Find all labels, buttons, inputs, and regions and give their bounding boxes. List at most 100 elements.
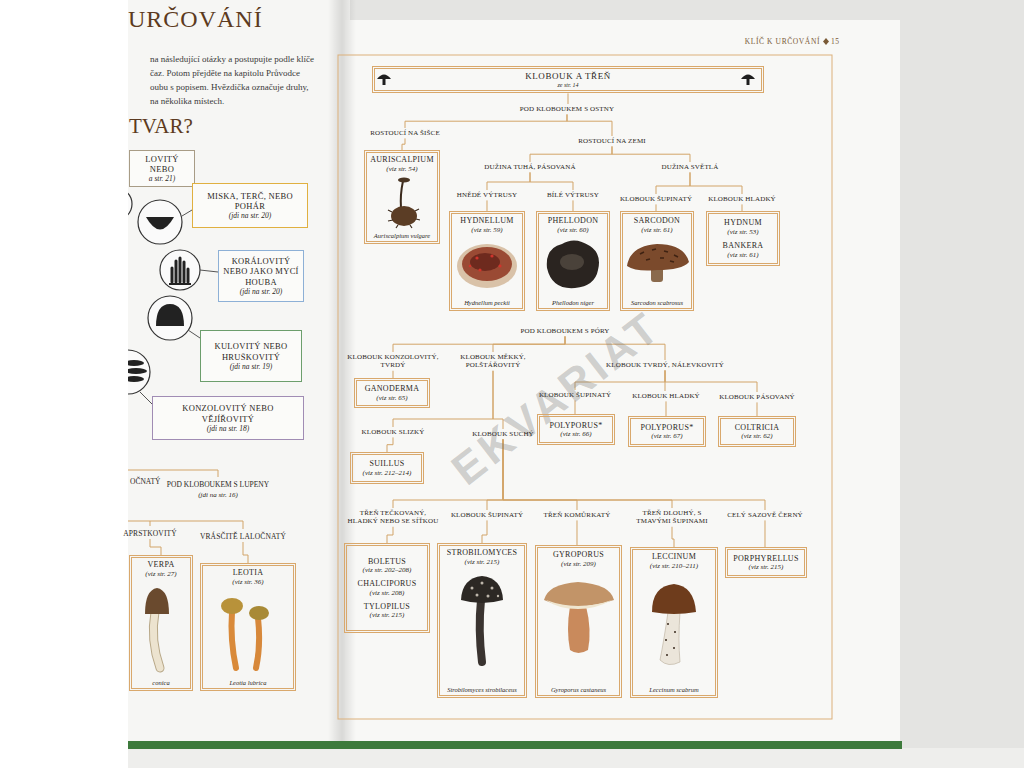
box-title: KONZOLOVITÝ NEBO VĚJÍŘOVITÝ [157,403,299,423]
box-title: LOVITÝ NEBO [134,154,190,174]
branch-label: DUŽINA TUHÁ, PÁSOVANÁ [482,162,577,172]
branch-line [656,172,690,194]
shape-box: MISKA, TERČ, NEBO POHÁR(jdi na str. 20) [192,183,308,228]
branch-line [503,439,577,510]
branch-line [575,370,665,390]
left-icons [160,250,200,290]
branch-text: HNĚDÉ VÝTRUSY [457,191,517,199]
box-title: BANKERA [723,241,764,251]
genus-box: POLYPORUS*(viz str. 67) [628,416,706,447]
branch-text: CELÝ SAZOVĚ ČERNÝ [727,511,803,519]
branch-text: KLOBOUK HLADKÝ [708,195,776,203]
sarcodon-picture [627,244,689,282]
photo-margin [0,0,128,768]
box-title: LEOTIA [233,568,264,578]
page-heading: URČOVÁNÍ [128,6,263,33]
branch-text: POD KLOBOUKEM S OSTNY [520,105,614,113]
leccinum-picture [667,623,669,625]
hydnellum-picture [475,256,478,259]
page-reference: (viz str. 210–211) [650,562,698,570]
branch-text: APRSTKOVITÝ [123,529,177,538]
shape-box: KORÁLOVITÝ NEBO JAKO MYCÍ HOUBA(jdi na s… [218,250,304,302]
question-heading: TVAR? [129,114,193,139]
genus-box: PORPHYRELLUS(viz str. 215) [725,547,807,578]
hydnellum-picture [457,244,517,288]
page-reference: (viz str. 202–208) [363,566,412,574]
leotia-picture [221,598,243,614]
page-reference: a str. 21) [134,174,190,183]
box-title: MISKA, TERČ, NEBO POHÁR [197,191,303,211]
strobilomyces-picture [480,600,482,662]
box-title: POLYPORUS* [641,423,694,433]
page-reference: (jdi na str. 19) [205,362,297,371]
branch-line [565,336,665,360]
page-reference: (jdi na str. 16) [198,491,238,499]
leccinum-picture [665,639,667,641]
branch-label: KLOBOUK ŠUPINATÝ [618,194,694,204]
branch-label: KLOBOUK MĚKKÝ, POLŠTÁŘOVITÝ [450,352,536,371]
page-reference: (viz str. 65) [376,394,407,402]
shape-box: LOVITÝ NEBOa str. 21) [129,150,195,187]
branch-text: KLOBOUK SLIZKÝ [362,428,425,436]
sarcodon-picture [627,244,689,271]
page-reference: (jdi na str. 18) [157,424,299,433]
branch-line [487,172,530,190]
branch-line [665,370,757,392]
left-icons [138,200,182,244]
page-reference: (viz str. 208) [370,589,405,597]
left-icons [182,210,192,216]
branch-label: TŘEŇ KOMŮRKATÝ [542,510,613,520]
hydnellum-picture [490,254,493,257]
leccinum-picture [673,647,675,649]
page-reference: (viz str. 67) [651,432,682,440]
page-reference: ze str. 14 [557,82,578,89]
page-reference: (jdi na str. 20) [197,211,303,220]
auriscalpium-picture [398,178,410,183]
strobilomyces-picture [461,576,503,603]
box-title: BOLETUS [368,557,406,567]
left-icons [146,217,174,230]
species-caption: Sarcodon scabrosus [631,299,683,306]
shape-box: KULOVITÝ NEBO HRUŠKOVITÝ(jdi na str. 19) [200,330,302,382]
page-reference: (viz str. 66) [560,430,591,438]
branch-line [757,402,758,416]
auriscalpium-picture [401,181,403,208]
box-title: HYDNELLUM [460,216,513,226]
box-title: STROBILOMYCES [447,548,518,558]
box-title: KULOVITÝ NEBO HRUŠKOVITÝ [205,341,297,361]
species-caption: Strobilomyces strobilaceus [447,686,517,693]
genus-box: POLYPORUS*(viz str. 66) [537,414,615,445]
box-title: VERPA [148,560,175,570]
genus-picture-box: LECCINUM(viz str. 210–211)Leccinum scabr… [630,547,718,698]
branch-label: KLOBOUK PÁSOVANÝ [717,392,797,402]
strobilomyces-picture [461,576,503,662]
branch-line [482,520,487,543]
branch-label: APRSTKOVITÝ [121,528,179,539]
branch-text: OČNATÝ [130,477,160,486]
branch-text: DUŽINA SVĚTLÁ [662,163,719,171]
branch-label: BÍLÉ VÝTRUSY [545,190,601,200]
page-ground [120,741,902,749]
box-title: CHALCIPORUS [358,579,417,589]
genus-box: SUILLUS(viz str. 212–214) [350,452,424,484]
branch-text: POD KLOBOUKEM S LUPENY [167,480,269,489]
page-reference: (viz str. 215) [749,563,784,571]
branch-label: KLOBOUK SUCHÝ [470,429,536,439]
genus-picture-box: AURISCALPIUM(viz str. 54)Auriscalpium vu… [364,150,440,244]
branch-text: KLOBOUK KONZOLOVITÝ, TVRDÝ [345,353,441,370]
branch-line [487,439,503,510]
phellodon-picture [560,254,584,270]
branch-label: VRÁSČITĚ LALOČNATÝ [198,531,288,542]
branch-text: ROSTOUCÍ NA ŠIŠCE [370,129,440,137]
box-title: SUILLUS [370,459,405,469]
branch-label: ROSTOUCÍ NA ŠIŠCE [368,128,442,138]
box-title: AURISCALPIUM [370,155,434,165]
branch-label: KLOBOUK TVRDÝ, NÁLEVKOVITÝ [604,360,726,370]
page-ground [128,0,350,742]
page-reference: (viz str. 215) [465,558,500,566]
leccinum-picture [666,654,668,656]
genus-picture-box: GYROPORUS(viz str. 209)Gyroporus castane… [535,545,622,698]
branch-line [690,172,742,194]
